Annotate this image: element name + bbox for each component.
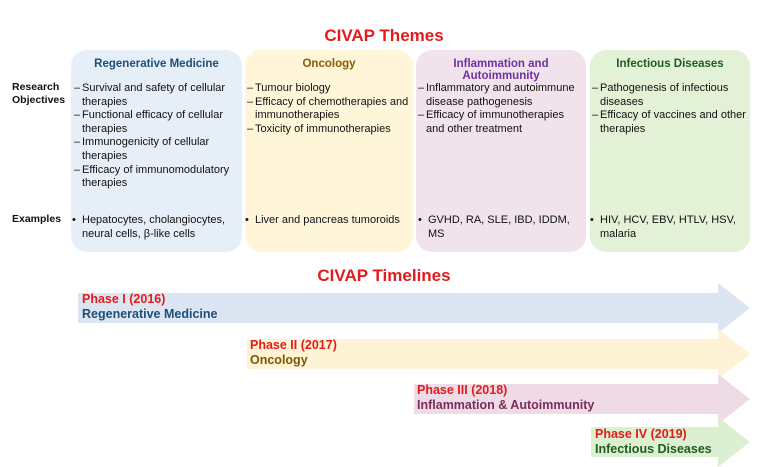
theme-title-oncology: Oncology bbox=[302, 58, 356, 70]
objectives-list-oncology: –Tumour biology –Efficacy of chemotherap… bbox=[247, 82, 413, 136]
phase-name: Oncology bbox=[250, 353, 308, 367]
theme-card-regenerative-medicine bbox=[71, 50, 242, 252]
phase-arrow-shape bbox=[591, 417, 750, 467]
examples-regenerative-medicine: •Hepatocytes, cholangiocytes, neural cel… bbox=[72, 213, 242, 241]
objective-item: –Functional efficacy of cellular therapi… bbox=[74, 109, 224, 135]
phase-number: Phase III (2018) bbox=[417, 383, 508, 397]
research-objectives-label: Research Objectives bbox=[12, 81, 66, 106]
phase-name: Regenerative Medicine bbox=[82, 307, 218, 321]
timelines-title: CIVAP Timelines bbox=[317, 266, 451, 285]
phase-arrow-shape bbox=[78, 283, 750, 333]
examples-text: HIV, HCV, EBV, HTLV, HSV, malaria bbox=[600, 214, 736, 240]
objectives-list-regenerative-medicine: –Survival and safety of cellular therapi… bbox=[74, 82, 240, 191]
phase-arrow-shape bbox=[414, 374, 750, 424]
phase-label-1: Phase I (2016) Regenerative Medicine bbox=[82, 292, 217, 322]
phase-number: Phase I (2016) bbox=[82, 292, 166, 306]
phase-name: Infectious Diseases bbox=[595, 442, 712, 456]
objective-item: –Efficacy of immunomodulatory therapies bbox=[74, 163, 230, 190]
examples-label: Examples bbox=[12, 213, 62, 225]
phase-number: Phase IV (2019) bbox=[595, 427, 687, 441]
theme-card-oncology bbox=[245, 50, 413, 252]
objective-item: –Survival and safety of cellular therapi… bbox=[74, 82, 226, 108]
theme-title-regenerative-medicine: Regenerative Medicine bbox=[94, 58, 219, 70]
theme-card-infectious-diseases bbox=[590, 50, 750, 252]
examples-text: GVHD, RA, SLE, IBD, IDDM, MS bbox=[428, 214, 570, 240]
phase-arrow-1 bbox=[78, 283, 750, 333]
phase-label-2: Phase II (2017) Oncology bbox=[250, 338, 337, 368]
theme-title-inflammation-autoimmunity: Inflammation and Autoimmunity bbox=[453, 58, 549, 82]
examples-infectious-diseases: •HIV, HCV, EBV, HTLV, HSV, malaria bbox=[590, 213, 748, 241]
phase-arrow-4 bbox=[591, 417, 750, 467]
examples-text: Liver and pancreas tumoroids bbox=[255, 214, 400, 226]
objective-item: –Inflammatory and autoimmune disease pat… bbox=[418, 82, 575, 108]
examples-oncology: •Liver and pancreas tumoroids bbox=[245, 214, 400, 226]
themes-title: CIVAP Themes bbox=[324, 26, 444, 45]
objectives-list-inflammation-autoimmunity: –Inflammatory and autoimmune disease pat… bbox=[418, 82, 584, 136]
objective-item: –Toxicity of immunotherapies bbox=[247, 122, 391, 135]
theme-card-inflammation-autoimmunity bbox=[416, 50, 586, 252]
objective-item: –Efficacy of chemotherapies and immunoth… bbox=[247, 95, 409, 122]
objectives-list-infectious-diseases: –Pathogenesis of infectious diseases –Ef… bbox=[592, 82, 748, 136]
phase-arrow-2 bbox=[247, 329, 750, 379]
phase-arrow-3 bbox=[414, 374, 750, 424]
objective-item: –Tumour biology bbox=[247, 82, 331, 94]
objective-item: –Efficacy of vaccines and other therapie… bbox=[592, 109, 746, 135]
phase-number: Phase II (2017) bbox=[250, 338, 337, 352]
phase-name: Inflammation & Autoimmunity bbox=[417, 398, 595, 412]
objective-item: –Immunogenicity of cellular therapies bbox=[74, 136, 210, 162]
examples-text: Hepatocytes, cholangiocytes, neural cell… bbox=[82, 214, 226, 240]
phase-label-3: Phase III (2018) Inflammation & Autoimmu… bbox=[417, 383, 594, 413]
objective-item: –Efficacy of immunotherapies and other t… bbox=[418, 109, 564, 135]
theme-title-infectious-diseases: Infectious Diseases bbox=[616, 58, 724, 70]
phase-arrow-shape bbox=[247, 329, 750, 379]
phase-label-4: Phase IV (2019) Infectious Diseases bbox=[595, 427, 712, 457]
examples-inflammation-autoimmunity: •GVHD, RA, SLE, IBD, IDDM, MS bbox=[418, 213, 586, 241]
objective-item: –Pathogenesis of infectious diseases bbox=[592, 82, 729, 108]
